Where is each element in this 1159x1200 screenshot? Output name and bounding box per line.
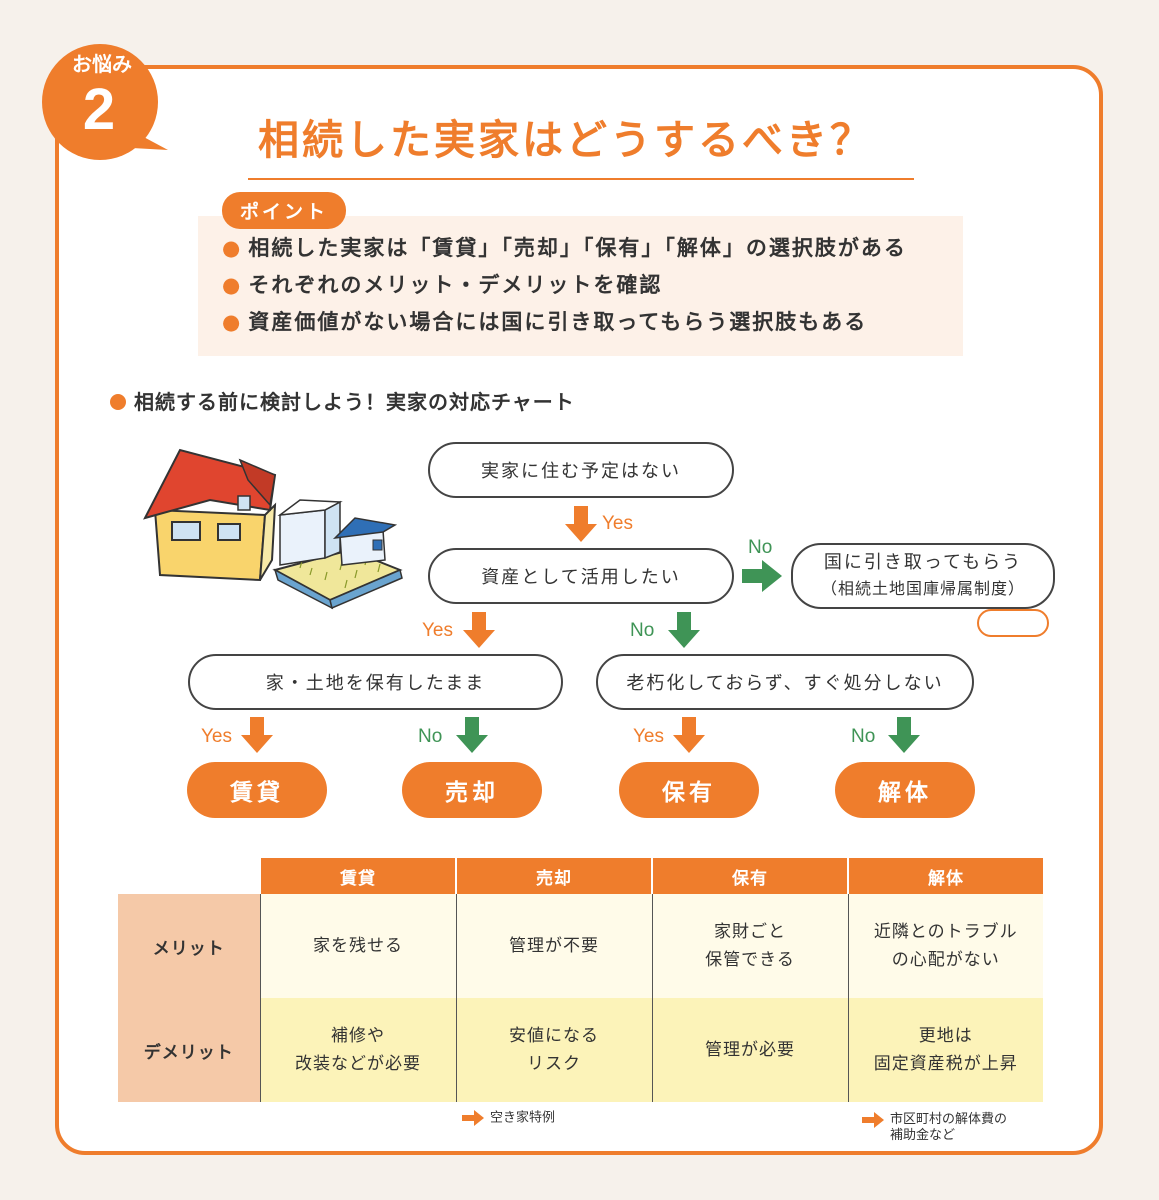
result-demolish: 解体 xyxy=(835,762,975,818)
question-use-as-asset: 資産として活用したい xyxy=(428,548,734,604)
table-cell: 安値になるリスク xyxy=(455,998,652,1102)
note-demolition-subsidy: 市区町村の解体費の補助金など xyxy=(862,1112,1007,1144)
badge-number: 2 xyxy=(82,77,116,142)
table-corner xyxy=(118,858,260,894)
question-not-aged: 老朽化しておらず、すぐ処分しない xyxy=(596,654,974,710)
label-yes: Yes xyxy=(201,726,232,747)
table-cell: 管理が必要 xyxy=(651,998,848,1102)
arrow-down-yes-icon xyxy=(565,506,597,542)
label-yes: Yes xyxy=(422,620,453,641)
section-dot-icon xyxy=(110,394,126,410)
label-no: No xyxy=(630,620,655,641)
arrow-down-yes-icon xyxy=(241,717,273,753)
arrow-down-no-icon xyxy=(888,717,920,753)
section-title: 相続する前に検討しよう！実家の対応チャート xyxy=(110,386,575,415)
table-header: 保有 xyxy=(651,858,848,894)
label-yes: Yes xyxy=(633,726,664,747)
table-cell: 家を残せる xyxy=(259,894,456,998)
table-cell: 更地は固定資産税が上昇 xyxy=(847,998,1043,1102)
result-keep: 保有 xyxy=(619,762,759,818)
result-sell: 売却 xyxy=(402,762,542,818)
bullet-icon: ● xyxy=(222,273,243,297)
table-cell: 家財ごと保管できる xyxy=(651,894,848,998)
row-header-merit: メリット xyxy=(118,894,260,998)
point-tag: ポイント xyxy=(222,192,347,229)
worry-badge: お悩み 2 xyxy=(40,40,168,160)
label-yes: Yes xyxy=(602,513,633,534)
point-item: ●それぞれのメリット・デメリットを確認 xyxy=(222,273,663,297)
label-no: No xyxy=(851,726,876,747)
table-cell: 管理が不要 xyxy=(455,894,652,998)
table-cell: 補修や改装などが必要 xyxy=(259,998,456,1102)
point-box xyxy=(198,216,963,356)
table-row-merit: メリット 家を残せる 管理が不要 家財ごと保管できる 近隣とのトラブルの心配がな… xyxy=(118,894,1043,998)
note-vacant-house-exception: 空き家特例 xyxy=(462,1110,555,1127)
arrow-down-no-icon xyxy=(668,612,700,648)
point-list: ●相続した実家は「賃貸」「売却」「保有」「解体」の選択肢がある ●それぞれのメリ… xyxy=(222,232,907,343)
table-header: 解体 xyxy=(847,858,1043,894)
label-no: No xyxy=(748,537,773,558)
bullet-icon: ● xyxy=(222,236,243,260)
table-header-row: 賃貸 売却 保有 解体 xyxy=(118,858,1043,894)
arrow-down-no-icon xyxy=(456,717,488,753)
empty-tag xyxy=(977,609,1049,637)
arrow-right-icon xyxy=(862,1112,884,1128)
table-header: 売却 xyxy=(455,858,652,894)
alt-national-takeover: 国に引き取ってもらう （相続土地国庫帰属制度） xyxy=(791,543,1055,609)
question-keep-as-is: 家・土地を保有したまま xyxy=(188,654,563,710)
arrow-down-yes-icon xyxy=(673,717,705,753)
table-row-demerit: デメリット 補修や改装などが必要 安値になるリスク 管理が必要 更地は固定資産税… xyxy=(118,998,1043,1102)
row-header-demerit: デメリット xyxy=(118,998,260,1102)
question-no-plan-to-live: 実家に住む予定はない xyxy=(428,442,734,498)
page-title: 相続した実家はどうするべき？ xyxy=(248,106,914,180)
arrow-right-icon xyxy=(462,1110,484,1126)
table-cell: 近隣とのトラブルの心配がない xyxy=(847,894,1043,998)
point-item: ●資産価値がない場合には国に引き取ってもらう選択肢もある xyxy=(222,310,868,334)
point-item: ●相続した実家は「賃貸」「売却」「保有」「解体」の選択肢がある xyxy=(222,236,907,260)
badge-label: お悩み xyxy=(72,52,132,76)
bullet-icon: ● xyxy=(222,310,243,334)
result-rent: 賃貸 xyxy=(187,762,327,818)
comparison-table: 賃貸 売却 保有 解体 メリット 家を残せる 管理が不要 家財ごと保管できる 近… xyxy=(118,858,1043,1102)
house-illustration-icon xyxy=(143,448,403,610)
arrow-down-yes-icon xyxy=(463,612,495,648)
arrow-right-no-icon xyxy=(742,560,782,592)
table-header: 賃貸 xyxy=(259,858,456,894)
label-no: No xyxy=(418,726,443,747)
